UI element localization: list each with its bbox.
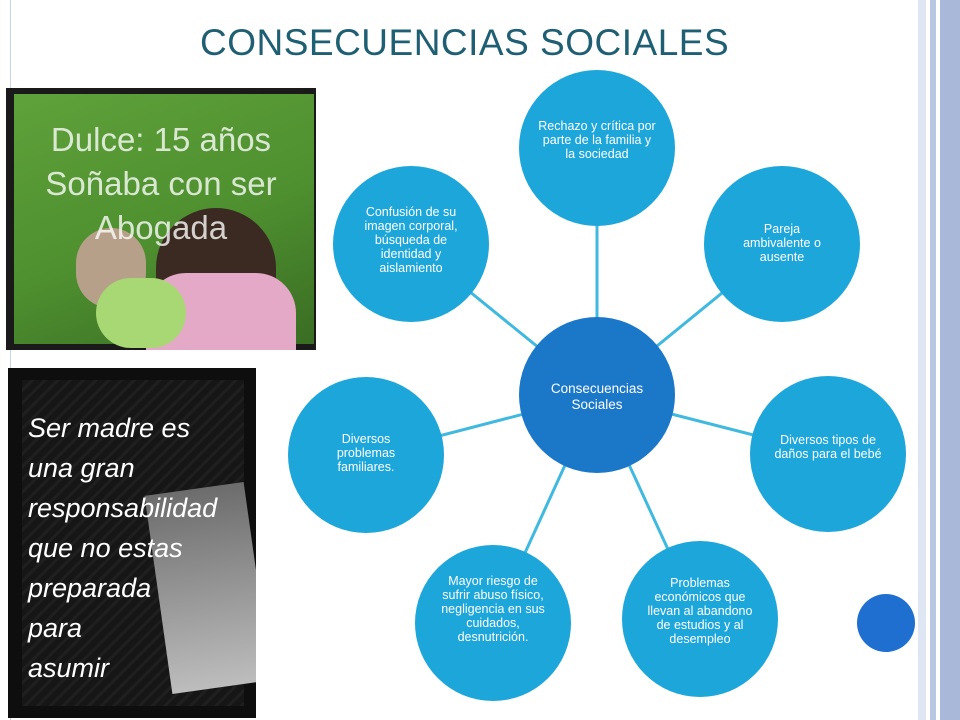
consequence-node xyxy=(704,166,860,322)
slide-side-bar xyxy=(930,0,936,720)
slide-frame-line xyxy=(10,0,11,720)
node-label-danos: Diversos tipos de daños para el bebé xyxy=(774,433,882,461)
decorative-dot xyxy=(857,594,915,652)
consequence-node xyxy=(288,377,444,533)
consequence-node xyxy=(519,70,675,226)
girl-photo: Dulce: 15 años Soñaba con ser Abogada xyxy=(6,88,316,350)
node-label-problemas-familiares: Diversos problemas familiares. xyxy=(336,432,396,474)
node-label-rechazo: Rechazo y crítica por parte de la famili… xyxy=(538,119,656,161)
consequence-node xyxy=(622,541,778,697)
consequence-node xyxy=(333,166,489,322)
photo-caption: Dulce: 15 años Soñaba con ser Abogada xyxy=(45,121,277,246)
slide-side-bar xyxy=(940,0,960,720)
node-label-mayor-riesgo: Mayor riesgo de sufrir abuso físico, neg… xyxy=(441,574,545,644)
node-label-problemas-economicos: Problemas económicos que llevan al aband… xyxy=(647,576,753,646)
consequence-node xyxy=(750,376,906,532)
center-label: Consecuencias Sociales xyxy=(550,381,644,412)
poster-slogan: Ser madre es una gran responsabilidad qu… xyxy=(28,413,218,683)
slogan-poster: Ser madre es una gran responsabilidad qu… xyxy=(8,368,256,718)
slide-side-bar xyxy=(918,0,926,720)
consequence-node xyxy=(415,545,571,701)
slide-title: CONSECUENCIAS SOCIALES xyxy=(200,22,730,63)
node-label-confusion: Confusión de su imagen corporal, búsqued… xyxy=(364,205,458,275)
node-label-pareja: Pareja ambivalente o ausente xyxy=(743,222,821,264)
center-node xyxy=(519,317,675,473)
